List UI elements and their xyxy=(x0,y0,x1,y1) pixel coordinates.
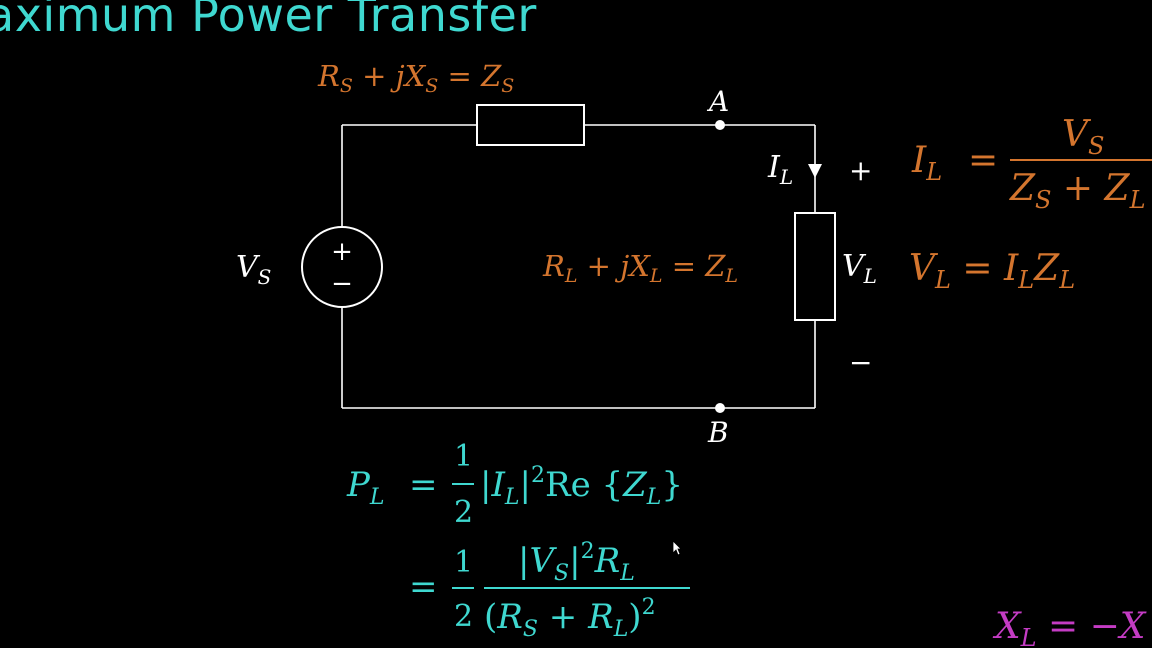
node-a-dot xyxy=(715,120,725,130)
source-impedance-resistor xyxy=(476,104,585,146)
load-impedance-label: RL + jXL = ZL xyxy=(542,249,738,287)
current-arrow-icon xyxy=(808,164,822,178)
svg-text:2: 2 xyxy=(454,495,473,530)
source-label: VS xyxy=(236,250,271,289)
node-a-label: A xyxy=(706,85,729,118)
voltage-source-icon xyxy=(301,226,383,308)
load-minus: − xyxy=(849,346,872,379)
load-voltage-label: VL xyxy=(842,249,877,288)
svg-text:=: = xyxy=(409,567,438,607)
svg-text:ZS + ZL: ZS + ZL xyxy=(1009,168,1146,214)
svg-text:VS: VS xyxy=(1062,114,1104,160)
source-impedance-label: RS + jXS = ZS xyxy=(317,59,514,97)
node-b-dot xyxy=(715,403,725,413)
svg-text:(RS + RL)2: (RS + RL)2 xyxy=(484,595,656,642)
page-title: aximum Power Transfer xyxy=(0,0,537,42)
source-minus: − xyxy=(331,269,353,299)
svg-text:|IL|2Re {ZL}: |IL|2Re {ZL} xyxy=(480,463,683,510)
current-equation: IL = VS ZS + ZL xyxy=(911,114,1152,214)
svg-text:=: = xyxy=(968,140,998,181)
voltage-equation: VL = ILZL xyxy=(909,248,1075,294)
svg-text:IL: IL xyxy=(911,140,942,186)
source-plus: + xyxy=(331,237,353,267)
node-b-label: B xyxy=(707,416,729,449)
load-impedance-resistor xyxy=(794,212,836,321)
svg-text:=: = xyxy=(409,465,438,505)
svg-text:|VS|2RL: |VS|2RL xyxy=(518,539,635,586)
reactance-equation: XL = −X xyxy=(992,606,1147,648)
svg-text:PL: PL xyxy=(346,465,385,510)
svg-text:2: 2 xyxy=(454,599,473,634)
mouse-cursor-icon xyxy=(672,540,682,556)
load-plus: + xyxy=(849,154,872,187)
power-equation: PL = 1 2 |IL|2Re {ZL} = 1 2 |VS|2RL (RS … xyxy=(346,439,690,642)
current-label: IL xyxy=(767,150,793,189)
svg-text:1: 1 xyxy=(454,439,473,474)
svg-text:1: 1 xyxy=(454,545,473,580)
